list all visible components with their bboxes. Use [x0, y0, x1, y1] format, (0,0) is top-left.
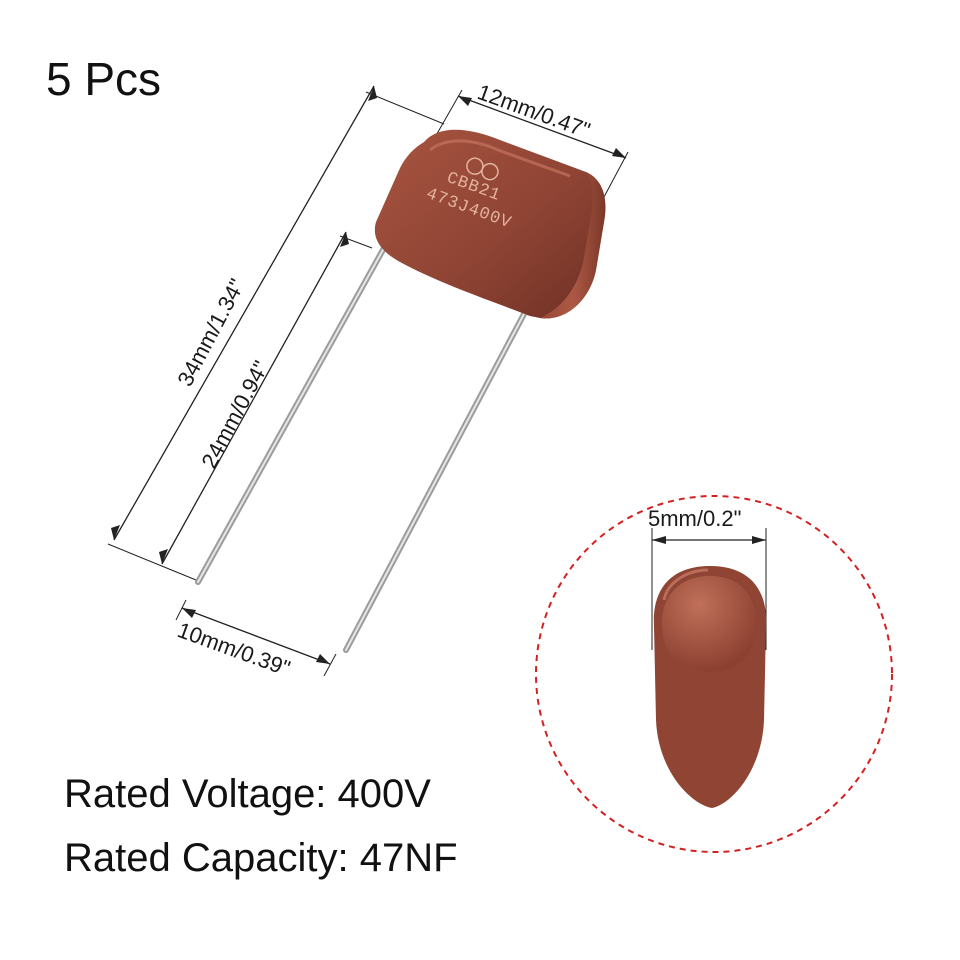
lead-spacing-dimension: [175, 599, 337, 677]
lead-length-dimension: [159, 231, 373, 565]
rated-voltage-spec: Rated Voltage: 400V: [64, 772, 431, 816]
body-width-label: 12mm/0.47": [474, 79, 593, 143]
capacitor-leads: [195, 245, 527, 653]
lead-spacing-label: 10mm/0.39": [174, 617, 293, 681]
thickness-dimension: [651, 528, 767, 650]
rated-capacity-spec: Rated Capacity: 47NF: [64, 836, 458, 880]
quantity-label: 5 Pcs: [46, 53, 162, 105]
total-length-label: 34mm/1.34": [172, 275, 249, 391]
capacitor-side-view: [653, 566, 767, 832]
detail-view-outline: [535, 495, 893, 853]
thickness-label: 5mm/0.2": [648, 506, 741, 531]
total-length-dimension: [107, 85, 445, 581]
lead-length-label: 24mm/0.94": [196, 357, 273, 473]
capacitor-body: [374, 129, 606, 319]
